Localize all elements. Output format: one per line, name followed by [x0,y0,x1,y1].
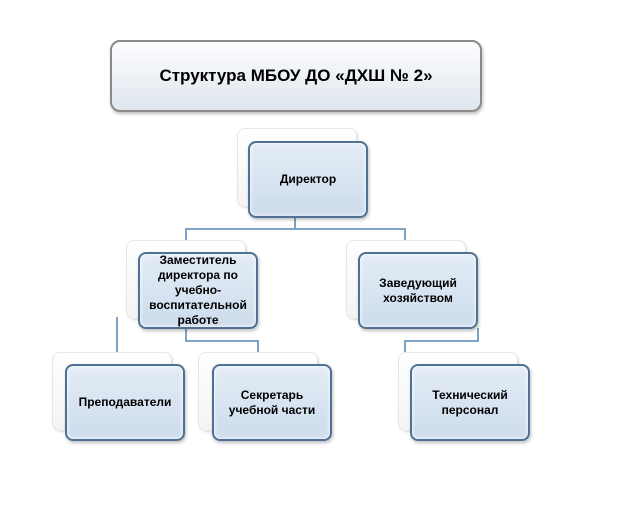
node-director: Директор [248,141,368,218]
connector [185,340,259,342]
connector [404,340,479,342]
node-secretary: Секретарь учебной части [212,364,332,441]
connector [404,228,406,240]
node-tech: Технический персонал [410,364,530,441]
node-teachers: Преподаватели [65,364,185,441]
connector [294,217,296,229]
node-label: Преподаватели [78,395,172,409]
connector [116,317,118,352]
node-label: Технический персонал [432,387,508,417]
connector [185,328,187,341]
node-label: Заместитель директора по учебно-воспитат… [149,253,247,327]
connector [185,228,187,240]
connector [404,340,406,352]
connector [257,340,259,352]
connector [477,328,479,341]
node-label: Заведующий хозяйством [379,275,457,305]
connector [185,228,406,230]
node-zavhoz: Заведующий хозяйством [358,252,478,329]
node-label: Секретарь учебной части [228,387,316,417]
chart-title: Структура МБОУ ДО «ДХШ № 2» [110,40,482,112]
node-label: Директор [279,172,337,186]
node-deputy: Заместитель директора по учебно-воспитат… [138,252,258,329]
